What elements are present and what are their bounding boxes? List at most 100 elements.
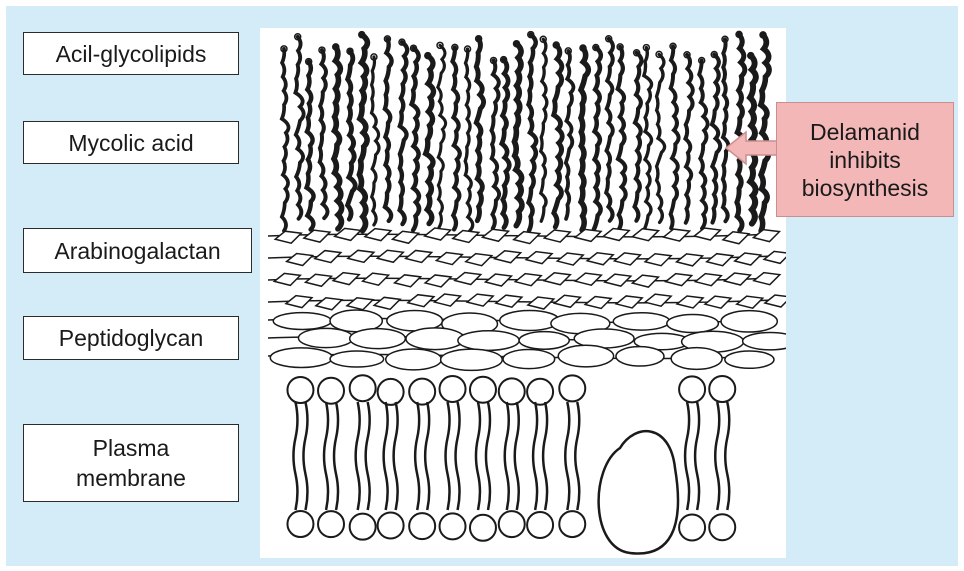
lipid-tail bbox=[575, 402, 579, 510]
sugar-unit bbox=[587, 253, 613, 265]
label-mycolic-acid: Mycolic acid bbox=[23, 121, 239, 164]
lipid-tail bbox=[394, 402, 398, 510]
lipid-tail bbox=[356, 402, 360, 510]
sugar-unit bbox=[274, 273, 300, 285]
glycan-unit bbox=[503, 350, 555, 369]
mycolic-chain bbox=[307, 62, 314, 230]
sugar-unit bbox=[425, 228, 451, 240]
plasma-membrane-layer bbox=[287, 375, 735, 553]
glycan-unit bbox=[725, 351, 774, 368]
sugar-unit bbox=[575, 229, 601, 241]
lipid-head-top bbox=[709, 376, 735, 402]
sugar-unit bbox=[723, 232, 749, 244]
sugar-unit bbox=[315, 251, 341, 263]
sugar-unit bbox=[737, 296, 763, 308]
lipid-tail bbox=[446, 402, 450, 510]
sugar-unit bbox=[605, 274, 631, 286]
glycan-unit bbox=[671, 348, 722, 370]
sugar-unit bbox=[707, 254, 733, 266]
delamanid-callout: Delamanid inhibits biosynthesis bbox=[776, 102, 954, 217]
lipid-head-bottom bbox=[709, 514, 735, 540]
lipid-tail bbox=[456, 402, 460, 510]
sugar-unit bbox=[408, 295, 434, 307]
sugar-unit bbox=[677, 254, 703, 266]
label-text: Acil-glycolipids bbox=[56, 39, 207, 69]
lipid-tail bbox=[293, 402, 297, 510]
lipid-tail bbox=[324, 402, 328, 510]
sugar-unit bbox=[632, 275, 658, 287]
glycan-unit bbox=[558, 345, 613, 367]
sugar-unit bbox=[305, 274, 331, 286]
lipid-head-top bbox=[318, 378, 344, 404]
label-peptidoglycan: Peptidoglycan bbox=[23, 316, 239, 360]
lipid-head-top bbox=[409, 379, 435, 405]
mycolic-chain bbox=[541, 39, 547, 221]
sugar-unit bbox=[347, 298, 373, 310]
lipid-tail bbox=[505, 402, 509, 510]
sugar-unit bbox=[455, 273, 481, 285]
sugar-unit bbox=[466, 254, 492, 266]
glycan-unit bbox=[667, 314, 719, 332]
mycolic-chain bbox=[385, 39, 392, 221]
lipid-head-bottom bbox=[350, 514, 376, 540]
glycan-unit bbox=[613, 313, 669, 330]
mycolic-chain bbox=[635, 53, 642, 221]
sugar-unit bbox=[544, 230, 570, 242]
sugar-unit bbox=[616, 296, 642, 308]
glycan-unit bbox=[298, 328, 353, 347]
mycolic-chain bbox=[372, 57, 379, 225]
sugar-unit bbox=[585, 296, 611, 308]
sugar-unit bbox=[724, 273, 750, 285]
mycolic-chain bbox=[476, 39, 483, 221]
lipid-tail bbox=[476, 402, 480, 510]
lipid-tail bbox=[565, 402, 569, 510]
sugar-unit bbox=[495, 251, 521, 263]
sugar-unit bbox=[395, 275, 421, 287]
label-text: Peptidoglycan bbox=[59, 323, 204, 353]
mycolic-chain bbox=[554, 45, 563, 227]
sugar-unit bbox=[753, 230, 779, 242]
sugar-unit bbox=[554, 295, 580, 307]
lipid-head-bottom bbox=[527, 512, 553, 538]
lipid-tail bbox=[725, 402, 729, 510]
sugar-unit bbox=[754, 273, 780, 285]
lipid-head-top bbox=[287, 377, 313, 403]
glycan-unit bbox=[386, 349, 442, 370]
lipid-head-bottom bbox=[440, 513, 466, 539]
glycan-unit bbox=[721, 311, 777, 332]
lipid-head-bottom bbox=[409, 513, 435, 539]
glycan-unit bbox=[270, 348, 332, 368]
callout-line2: inhibits bbox=[829, 146, 901, 174]
mycolic-chain bbox=[282, 49, 289, 231]
sugar-unit bbox=[614, 253, 640, 265]
sugar-unit bbox=[526, 252, 552, 264]
glycan-unit bbox=[616, 347, 664, 366]
mycolic-chain bbox=[618, 47, 626, 229]
sugar-unit bbox=[765, 295, 786, 307]
label-text: Arabinogalactan bbox=[54, 236, 220, 266]
cell-wall-illustration bbox=[260, 28, 786, 558]
mycolic-acid-layer bbox=[281, 31, 769, 231]
sugar-unit bbox=[348, 250, 374, 262]
mycolic-chain bbox=[359, 35, 367, 231]
lipid-tail bbox=[515, 402, 519, 510]
sugar-unit bbox=[575, 273, 601, 285]
lipid-head-bottom bbox=[679, 515, 705, 541]
mycolic-chain bbox=[502, 60, 510, 228]
sugar-unit bbox=[393, 231, 419, 243]
lipid-head-top bbox=[440, 376, 466, 402]
lipid-tail bbox=[486, 402, 490, 510]
mycolic-chain bbox=[295, 37, 303, 219]
mycolic-chain bbox=[491, 60, 499, 228]
label-text-line1: Plasma bbox=[93, 433, 170, 463]
label-plasma-membrane: Plasma membrane bbox=[23, 424, 239, 502]
sugar-unit bbox=[275, 231, 301, 243]
sugar-unit bbox=[528, 297, 554, 309]
glycan-unit bbox=[406, 328, 464, 350]
cell-wall-drawing bbox=[260, 28, 786, 558]
lipid-head-bottom bbox=[499, 511, 525, 537]
callout-arrow-icon bbox=[724, 128, 784, 168]
label-arabinogalactan: Arabinogalactan bbox=[23, 228, 252, 273]
sugar-unit bbox=[645, 294, 671, 306]
sugar-unit bbox=[544, 273, 570, 285]
